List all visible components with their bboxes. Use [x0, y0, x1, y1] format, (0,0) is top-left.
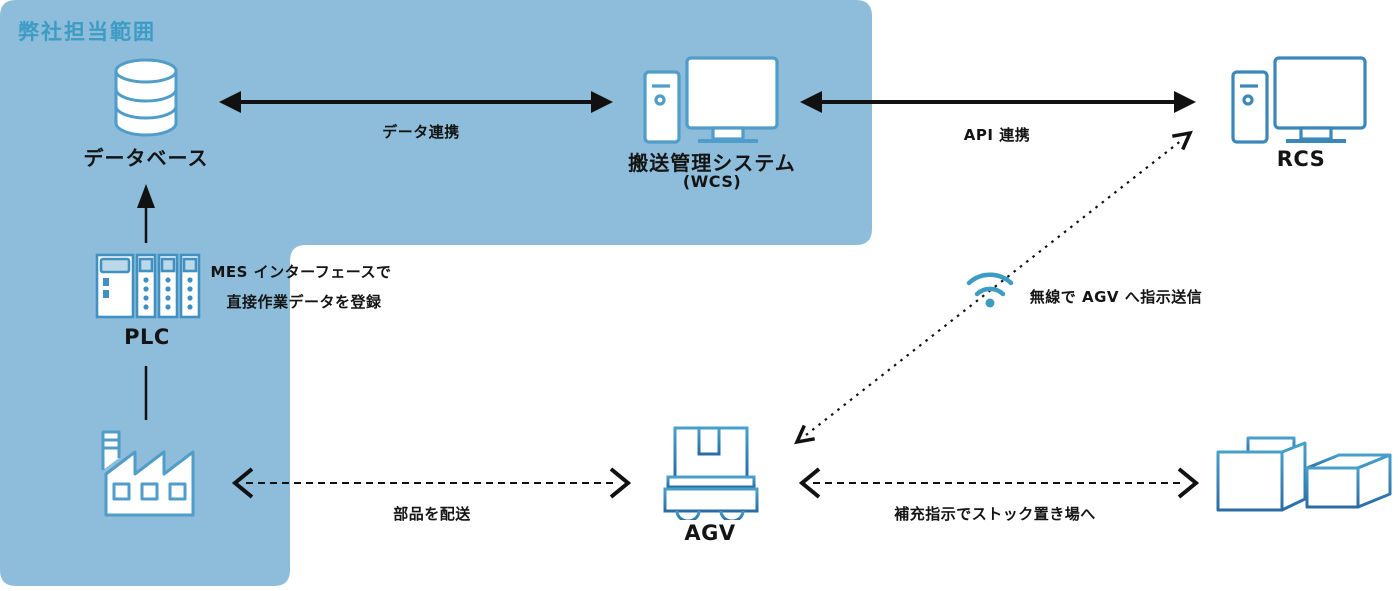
rcs-computer-icon	[1228, 53, 1370, 145]
wcs-sublabel: (WCS)	[682, 172, 742, 191]
mes-note-line1: MES インターフェースで	[210, 263, 392, 281]
wireless-arrow	[794, 130, 1193, 445]
mes-note-line2: 直接作業データを登録	[226, 293, 382, 311]
region-title: 弊社担当範囲	[18, 20, 156, 44]
data-link-arrow	[219, 91, 613, 113]
database-label: データベース	[83, 146, 209, 170]
parts-delivery-label: 部品を配送	[393, 505, 471, 523]
wifi-icon	[966, 272, 1014, 308]
parts-delivery-arrow	[231, 467, 632, 499]
wireless-label: 無線で AGV へ指示送信	[1029, 288, 1203, 306]
agv-label: AGV	[684, 521, 736, 545]
restock-arrow	[798, 467, 1200, 499]
stock-boxes-icon	[1216, 436, 1392, 512]
rcs-label: RCS	[1276, 147, 1326, 171]
region-background	[0, 0, 872, 586]
wcs-label: 搬送管理システム	[628, 151, 796, 175]
database-icon	[114, 58, 178, 137]
plc-label: PLC	[124, 325, 170, 349]
plc-icon	[95, 253, 201, 319]
restock-label: 補充指示でストック置き場へ	[894, 505, 1096, 523]
data-link-label: データ連携	[382, 123, 460, 141]
wcs-computer-icon	[640, 53, 782, 145]
plc-to-database-arrow	[137, 184, 155, 243]
agv-icon	[663, 426, 759, 520]
factory-icon	[101, 430, 195, 517]
api-link-arrow	[800, 91, 1196, 113]
api-link-label: API 連携	[963, 126, 1031, 144]
